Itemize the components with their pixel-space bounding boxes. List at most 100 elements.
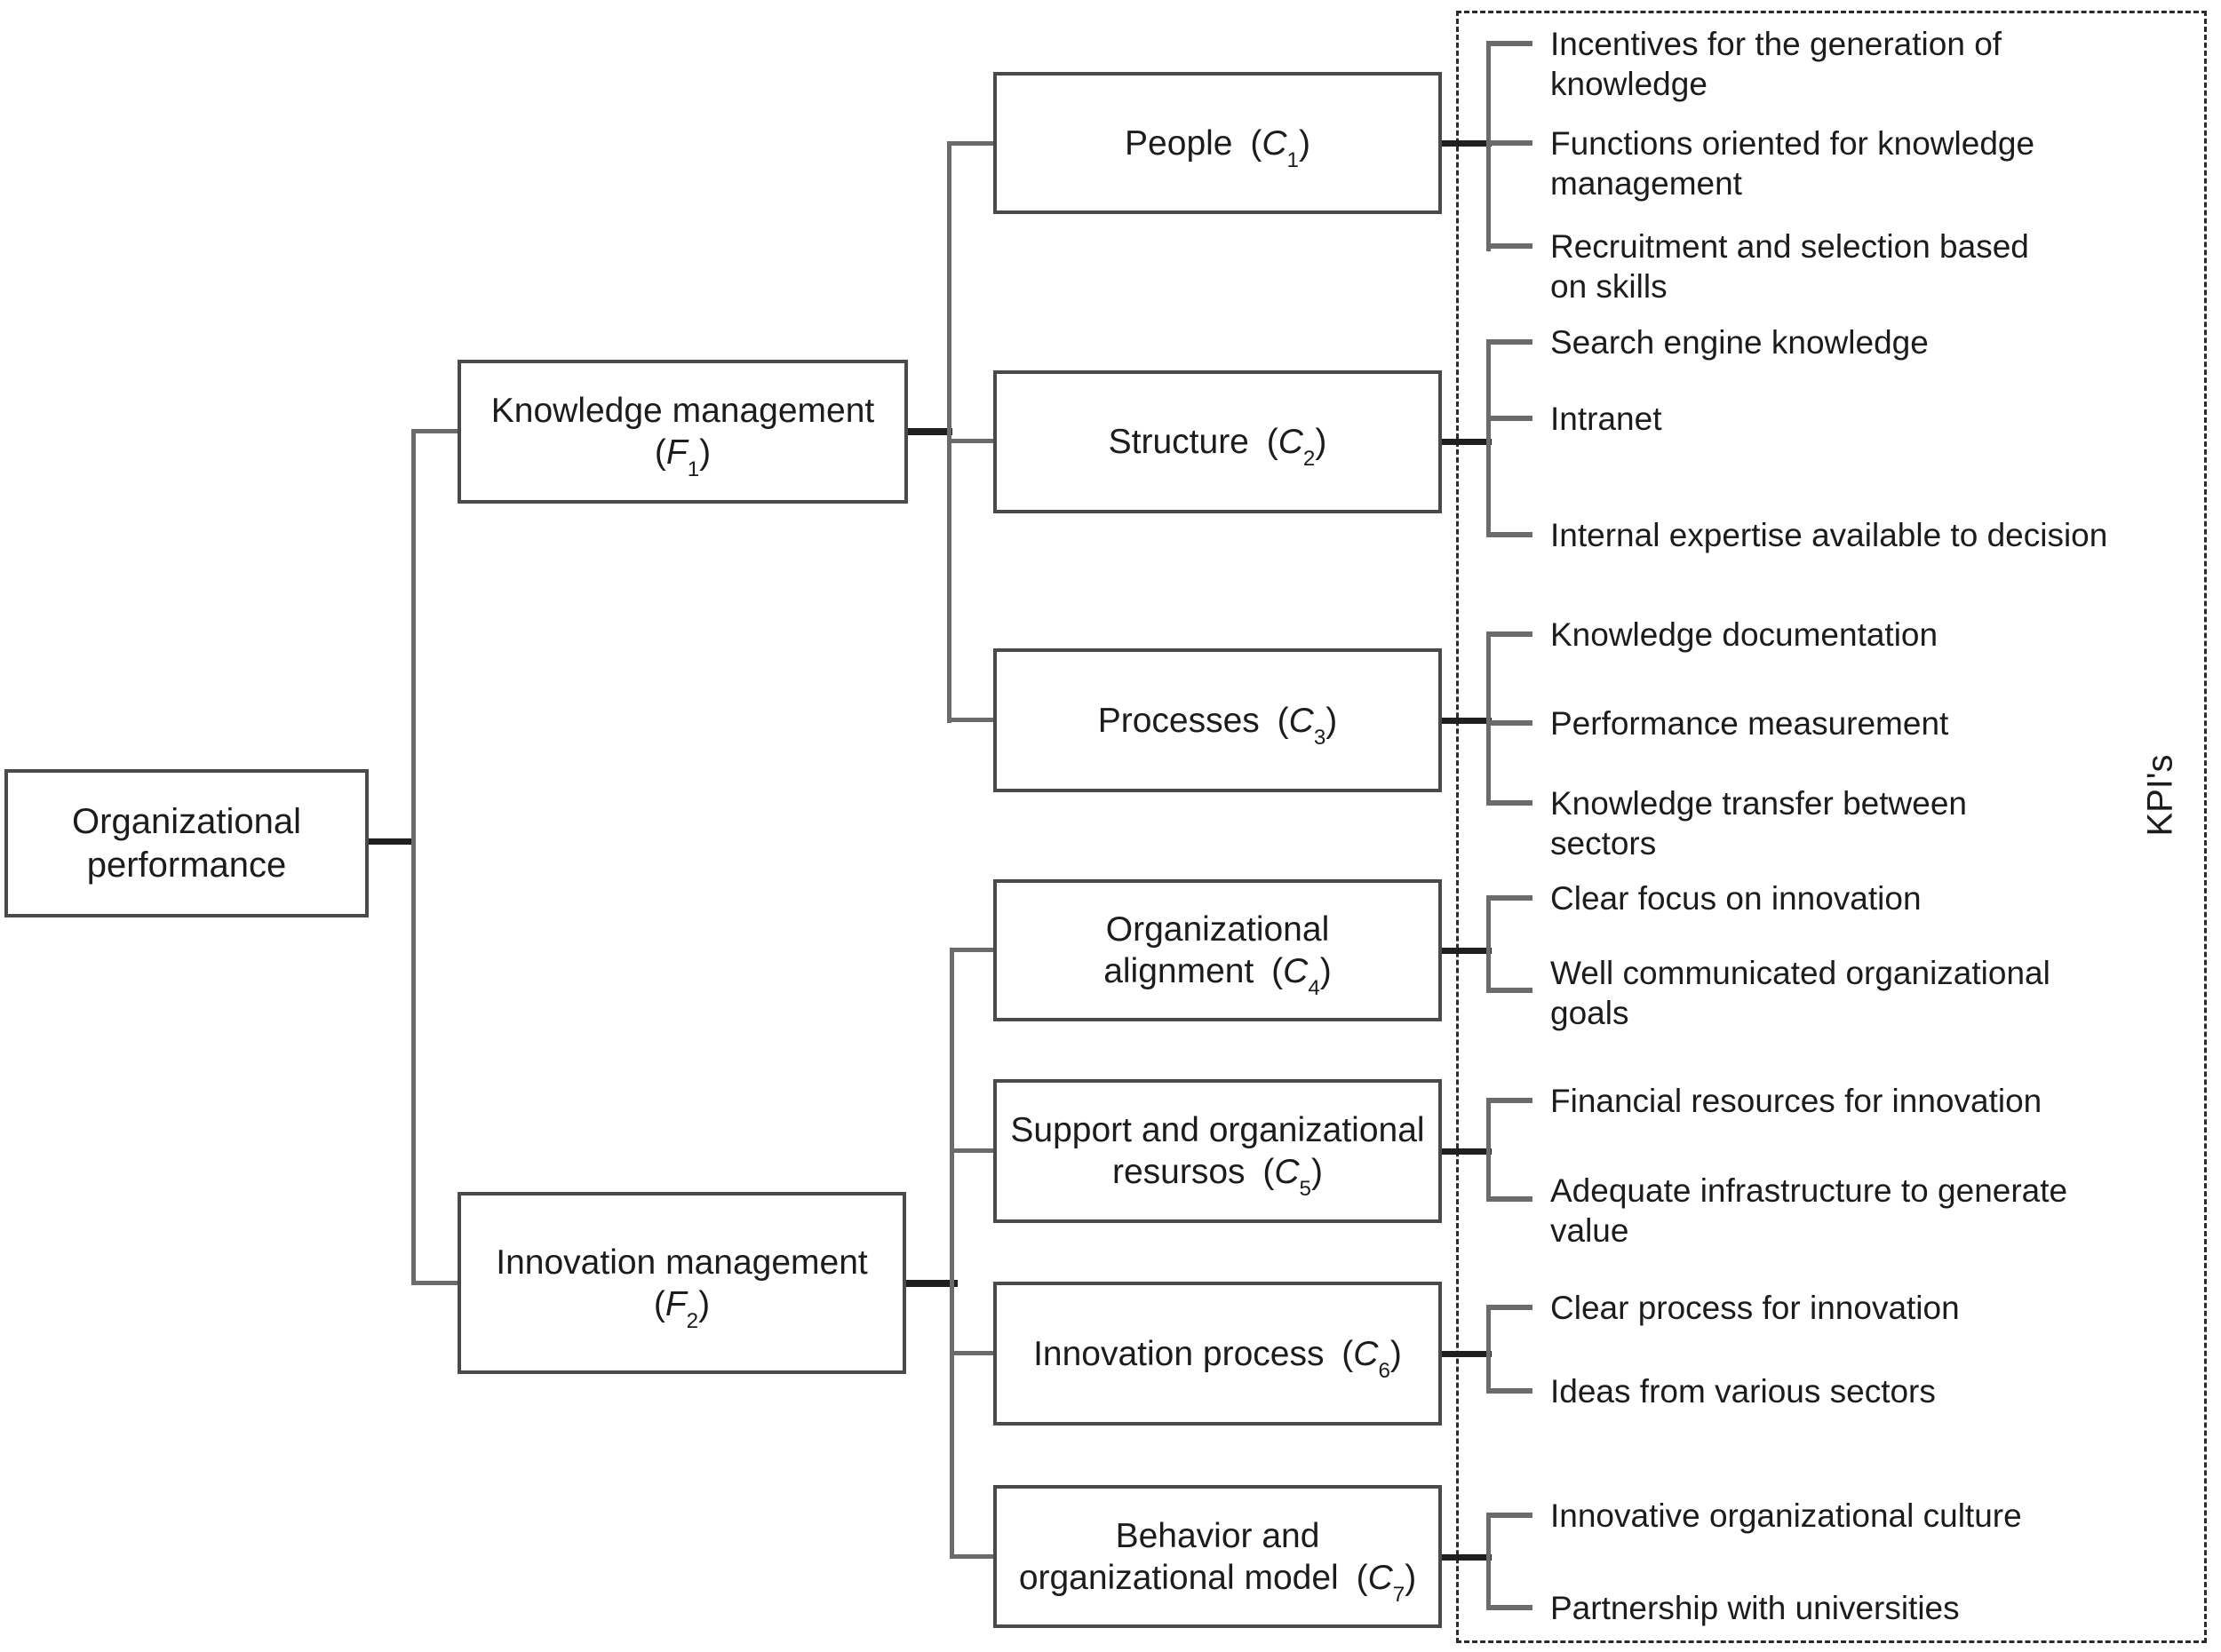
kpi-panel-label: KPI's (2112, 746, 2209, 844)
bracket-c4-tick (1486, 988, 1532, 993)
criterion-c2-text: Structure (C2) (1108, 421, 1327, 470)
factor-f1-label: Knowledge management (490, 392, 875, 430)
bracket-c7-tick (1486, 1605, 1532, 1610)
bracket-c5-tick (1486, 1098, 1532, 1103)
factor-box-f2: Innovation management (F2) (458, 1192, 906, 1374)
paren-open: ( (1262, 1153, 1275, 1191)
factor-f1-subscript: 1 (687, 457, 700, 482)
criterion-c4-symbol: (C4) (1271, 952, 1332, 999)
paren-close: ) (1325, 701, 1338, 740)
bracket-c1-spine (1486, 41, 1491, 251)
bracket-c3-tick (1486, 800, 1532, 806)
connector-c7-stub (950, 1554, 993, 1559)
paren-close: ) (1311, 1153, 1323, 1191)
factor-f1-letter: F (665, 433, 688, 472)
criterion-c2-subscript: 2 (1302, 447, 1316, 472)
criterion-c7-text: Behavior and organizational model (C7) (1019, 1515, 1417, 1606)
bracket-c3-spine (1486, 631, 1491, 806)
criterion-c5-symbol: (C5) (1262, 1153, 1323, 1200)
bracket-c3-tick (1486, 631, 1532, 637)
criterion-c2-letter: C (1278, 423, 1303, 461)
criterion-c6-symbol: (C6) (1341, 1334, 1402, 1382)
connector-c5-stub (950, 1148, 993, 1153)
criterion-box-c4: Organizational alignment (C4) (993, 879, 1442, 1021)
kpi-item: Clear process for innovation (1550, 1290, 1960, 1326)
paren-close: ) (1298, 123, 1310, 163)
criterion-c4-text: Organizational alignment (C4) (1103, 909, 1332, 999)
kpi-item: Internal expertise available to decision (1550, 517, 2108, 553)
criterion-c7-subscript: 7 (1392, 1582, 1405, 1607)
paren-close: ) (698, 1284, 711, 1323)
bracket-c5-stub (1440, 1148, 1492, 1155)
kpi-item: Well communicated organizational goals (1550, 955, 2050, 1031)
kpi-item: Innovative organizational culture (1550, 1497, 2022, 1534)
paren-open: ( (653, 1284, 665, 1323)
paren-close: ) (1319, 952, 1332, 990)
bracket-c1-tick (1486, 243, 1532, 249)
kpi-item: Search engine knowledge (1550, 324, 1929, 361)
criterion-c2-symbol: (C2) (1267, 423, 1327, 470)
factor-f2-label: Innovation management (496, 1243, 868, 1282)
kpi-item: Clear focus on innovation (1550, 880, 1922, 917)
factor-f2-subscript: 2 (686, 1308, 699, 1333)
bracket-c5-spine (1486, 1098, 1491, 1202)
kpi-item: Incentives for the generation of knowled… (1550, 26, 2002, 102)
kpi-panel-label-text: KPI's (2140, 753, 2180, 837)
kpi-item: Performance measurement (1550, 705, 1949, 742)
connector-factor-trunk (411, 430, 416, 1284)
criterion-c7-symbol: (C7) (1357, 1558, 1417, 1606)
criterion-c3-label: Processes (1097, 701, 1260, 740)
kpi-panel-dashed-border (1456, 11, 2207, 1643)
paren-close: ) (1389, 1334, 1402, 1373)
criterion-c5-text: Support and organizational resursos (C5) (1010, 1109, 1425, 1200)
paren-close: ) (1405, 1558, 1417, 1597)
factor-f1-symbol: (F1) (491, 432, 874, 481)
criterion-c3-text: Processes (C3) (1097, 700, 1338, 749)
connector-f2-stub (411, 1281, 458, 1285)
bracket-c2-spine (1486, 339, 1491, 537)
bracket-c4-tick (1486, 895, 1532, 901)
paren-open: ( (1341, 1334, 1354, 1373)
criterion-c7-letter: C (1367, 1558, 1393, 1597)
kpi-item: Recruitment and selection based on skill… (1550, 228, 2029, 305)
bracket-c6-stub (1440, 1351, 1492, 1357)
criterion-c1-label: People (1125, 123, 1233, 163)
paren-open: ( (1271, 952, 1284, 990)
criterion-c2-label: Structure (1108, 423, 1249, 461)
factor-f2-symbol: (F2) (496, 1283, 867, 1332)
bracket-c2-tick (1486, 416, 1532, 421)
kpi-item: Intranet (1550, 401, 1662, 437)
kpi-item: Financial resources for innovation (1550, 1083, 2042, 1119)
kpi-item: Knowledge documentation (1550, 616, 1938, 653)
criterion-c6-letter: C (1353, 1334, 1379, 1373)
criterion-c5-label: Support and organizational resursos (1010, 1111, 1425, 1191)
connector-f2-trunk (950, 948, 954, 1559)
kpi-item: Ideas from various sectors (1550, 1373, 1936, 1410)
paren-open: ( (654, 433, 666, 472)
criterion-c5-letter: C (1274, 1153, 1300, 1191)
factor-box-f1: Knowledge management (F1) (458, 360, 908, 504)
bracket-c7-stub (1440, 1554, 1492, 1561)
connector-f2-out-stub (904, 1280, 958, 1287)
criterion-c1-letter: C (1262, 123, 1287, 163)
connector-f1-out-stub (906, 428, 952, 435)
bracket-c2-stub (1440, 439, 1492, 445)
root-box-label: Organizational performance (72, 801, 301, 885)
kpi-item: Adequate infrastructure to generate valu… (1550, 1172, 2068, 1249)
criterion-c6-text: Innovation process (C6) (1033, 1333, 1402, 1382)
kpi-item: Knowledge transfer between sectors (1550, 785, 1967, 862)
bracket-c3-stub (1440, 718, 1492, 724)
connector-f1-trunk (947, 141, 951, 723)
bracket-c1-tick (1486, 41, 1532, 46)
kpi-item: Functions oriented for knowledge managem… (1550, 125, 2035, 202)
criterion-c3-symbol: (C3) (1278, 701, 1338, 749)
factor-f2-text: Innovation management (F2) (496, 1242, 868, 1332)
criterion-box-c5: Support and organizational resursos (C5) (993, 1079, 1442, 1223)
factor-f2-letter: F (665, 1284, 687, 1323)
bracket-c6-spine (1486, 1305, 1491, 1394)
criterion-c6-subscript: 6 (1378, 1358, 1390, 1383)
factor-f1-text: Knowledge management (F1) (490, 390, 875, 481)
criterion-box-c7: Behavior and organizational model (C7) (993, 1485, 1442, 1628)
criterion-box-c1: People (C1) (993, 72, 1442, 214)
